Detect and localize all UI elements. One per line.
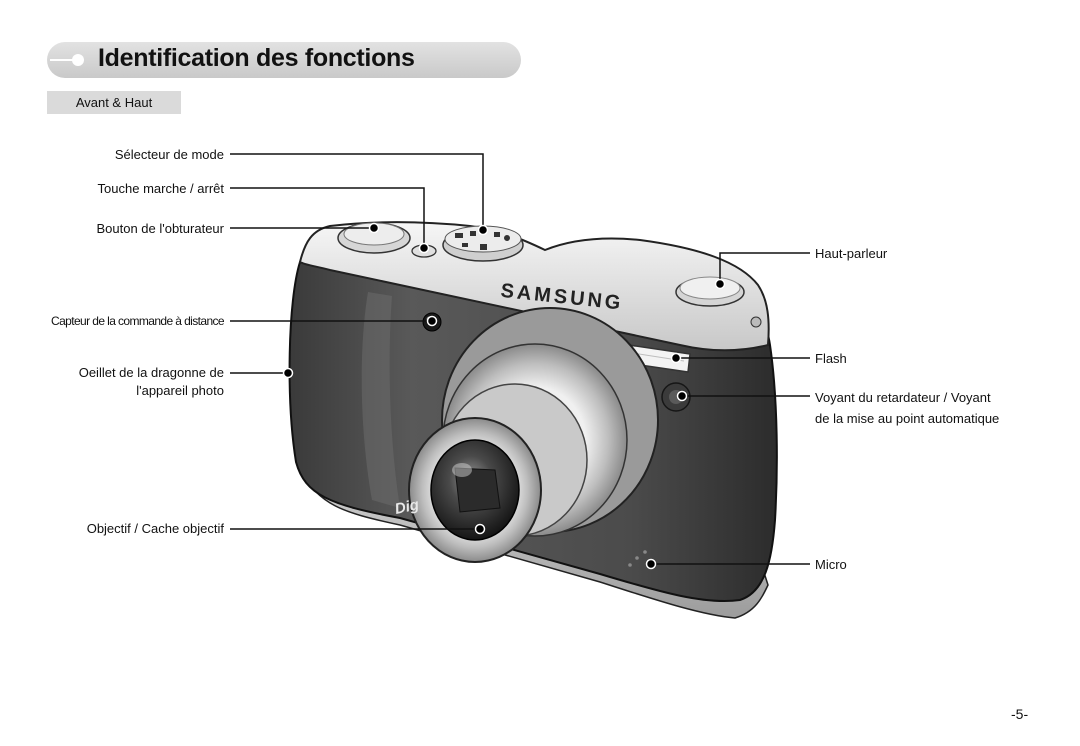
label-flash: Flash xyxy=(815,351,847,366)
label-shutter-button: Bouton de l'obturateur xyxy=(96,221,224,236)
speaker-button-top xyxy=(679,276,741,300)
body-text: Dig xyxy=(393,496,420,518)
label-self-timer-line1: Voyant du retardateur / Voyant xyxy=(815,390,991,405)
leader-power-button xyxy=(230,187,425,248)
label-strap-eyelet-line1: Oeillet de la dragonne de xyxy=(78,365,224,380)
leader-dots xyxy=(282,222,726,570)
title-bullet-line xyxy=(50,59,76,61)
leader-speaker xyxy=(719,252,810,284)
section-tab: Avant & Haut xyxy=(47,91,181,114)
label-microphone: Micro xyxy=(815,557,847,572)
label-self-timer-line2: de la mise au point automatique xyxy=(815,411,1000,426)
leader-mode-selector xyxy=(230,153,484,230)
strap-screw-icon xyxy=(750,316,762,328)
page-title: Identification des fonctions xyxy=(98,44,415,72)
label-remote-sensor: Capteur de la commande à distance xyxy=(51,314,225,328)
camera-grip-highlight xyxy=(361,292,400,508)
leader-lines xyxy=(230,153,810,565)
label-mode-selector: Sélecteur de mode xyxy=(114,147,224,162)
mode-dial-icons xyxy=(455,231,510,250)
page-number: -5- xyxy=(1011,706,1029,722)
label-speaker: Haut-parleur xyxy=(815,246,888,261)
label-lens: Objectif / Cache objectif xyxy=(86,521,224,536)
microphone-holes xyxy=(628,550,647,567)
lens-aperture xyxy=(454,467,501,513)
label-power-button: Touche marche / arrêt xyxy=(97,181,224,196)
label-strap-eyelet-line2: l'appareil photo xyxy=(136,383,224,398)
title-bullet-icon xyxy=(72,54,84,66)
title-bar xyxy=(47,42,521,78)
